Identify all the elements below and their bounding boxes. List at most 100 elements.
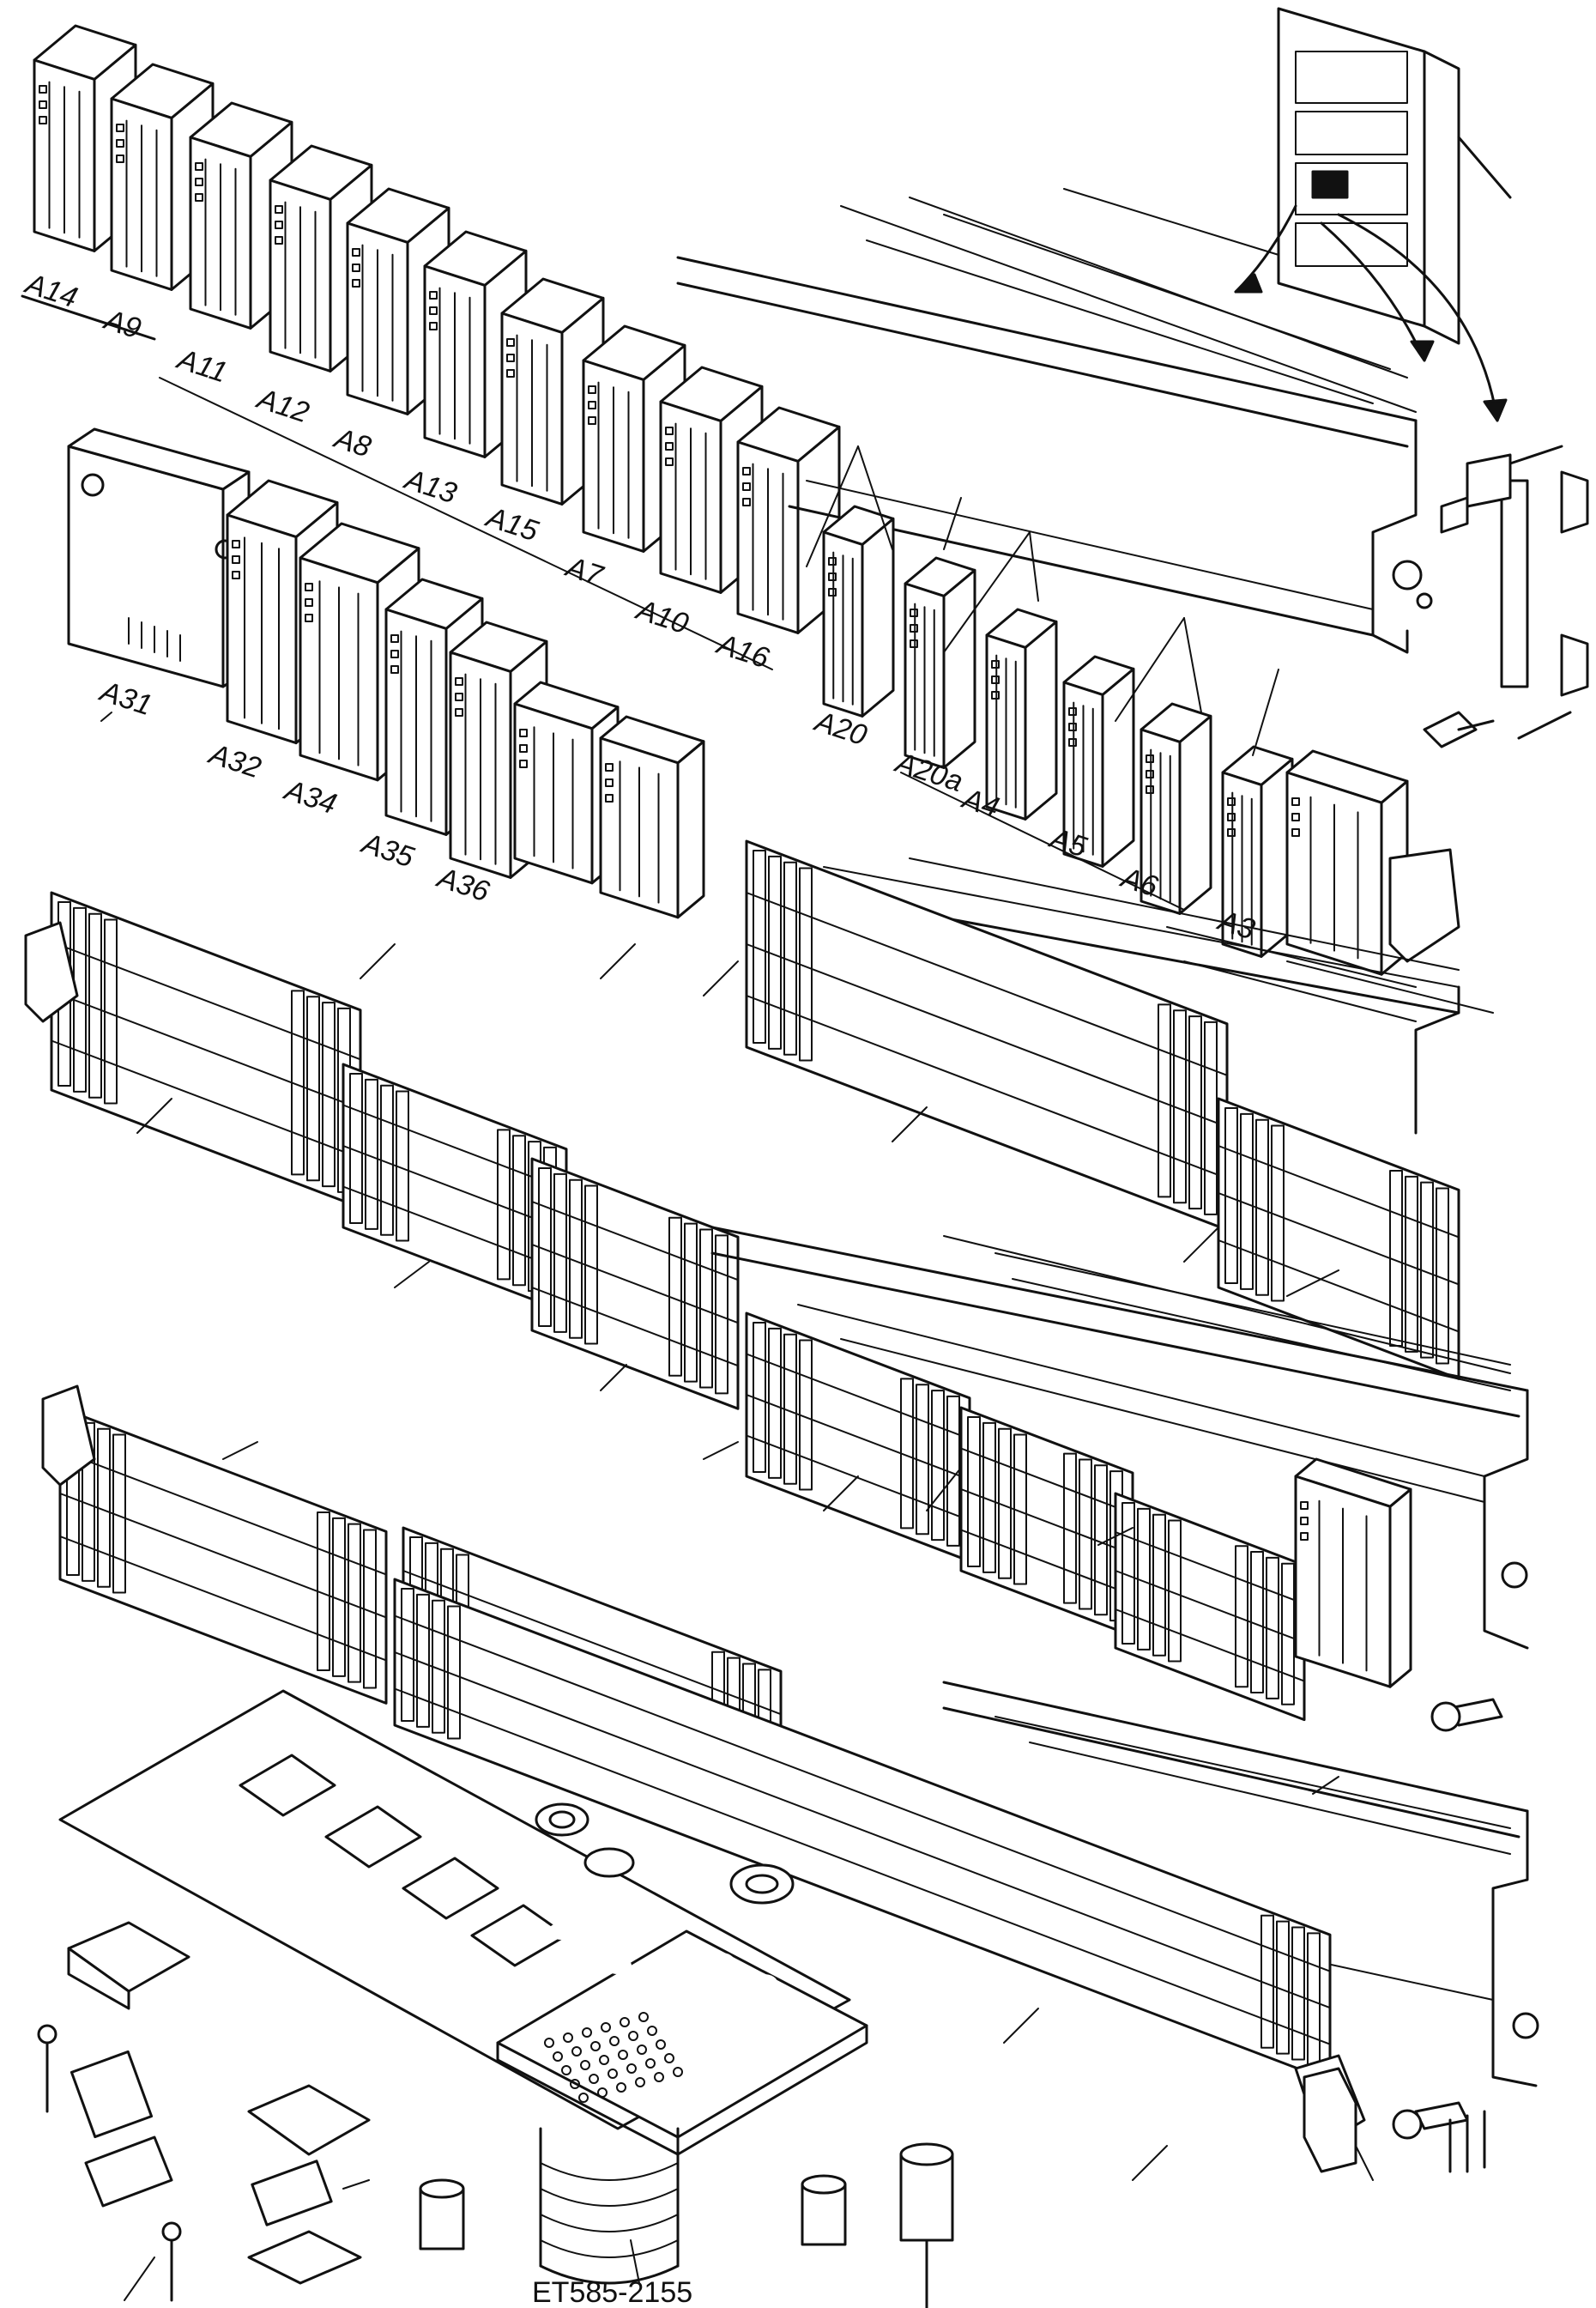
relay-module-r2-0 [822,505,895,718]
end-stop-r4 [41,1384,96,1487]
pin-hole [620,2017,630,2027]
label-underlines-row-1 [21,294,773,670]
pin-hole [601,2022,611,2032]
pin-hole [561,2065,571,2075]
terminal-rail-r4-d [959,1406,1134,1638]
relay-module-row-2 [226,479,1460,976]
pin-hole [580,2060,590,2070]
pin-hole [563,2032,573,2043]
flange-hole-8 [750,1974,777,1991]
leader-line-10 [703,1441,739,1460]
pin-hole [582,2027,592,2038]
leader-line-9 [600,1364,627,1391]
relay-module-r2-2 [985,608,1058,821]
cable-sleeve [539,2127,680,2285]
leader-line-14 [1312,1776,1339,1795]
flange-hole-2 [553,1970,580,1987]
wire-duct-1 [676,188,1418,654]
label-a35: A35 [357,827,418,874]
leader-line-7 [222,1441,258,1460]
leader-line-1 [360,943,396,979]
pin-hole [599,2055,609,2065]
pin-hole [553,2051,563,2062]
connector-housings [37,1921,371,2302]
mounting-bracket [1392,445,1589,748]
leader-line-0 [136,1098,172,1134]
flange-hole-5 [656,1974,683,1991]
relay-module-r2-4 [1140,702,1212,915]
relay-module-r2-5 [1221,745,1294,958]
drawing-reference: ET585-2155 [532,2276,692,2308]
pin-hole [628,2031,638,2041]
leader-line-11 [823,1475,859,1511]
label-a8: A8 [329,421,375,464]
label-a11: A11 [172,342,232,390]
end-stop-r3 [24,921,79,1023]
pin-hole [626,2063,637,2074]
pin-hole [647,2026,657,2036]
leader-line-3 [703,960,739,996]
label-a16: A16 [712,627,773,675]
leader-line-13 [1097,1527,1134,1546]
relay-module-r1-9 [736,406,841,634]
pin-hole [638,2012,649,2022]
leader-line-8 [394,1261,430,1288]
terminal-rail-r4-a [58,1406,388,1705]
terminal-block-group-r4 [1294,1457,1412,1688]
pin-hole [589,2074,599,2084]
terminal-rail-r4-c [745,1312,971,1563]
relay-module-r2-3 [1062,655,1135,868]
relay-module-row-1 [33,24,841,634]
flange-hole-0 [501,1940,529,1957]
cable-glands [419,1802,954,2308]
flange-hole-4 [647,1923,674,1940]
flange-hole-10 [553,2034,580,2051]
wire-duct-2 [710,1226,1529,1650]
flange-plate [496,1923,868,2156]
control-cabinet [1234,7,1512,422]
pin-hole [571,2046,582,2057]
pin-hole [645,2058,656,2069]
pin-hole [656,2039,666,2050]
relay-module-r2-1 [904,556,976,769]
label-a34: A34 [280,773,341,821]
relay-module-r1-6 [500,277,605,506]
label-a15: A15 [481,500,542,548]
terminal-rail-r3-e [1217,1097,1460,1380]
label-a31: A31 [95,675,156,722]
pin-hole [578,2093,589,2103]
leader-line-2 [600,943,636,979]
pin-hole [637,2044,647,2055]
terminal-rail-r3-c [530,1157,740,1410]
flange-hole-6 [707,1953,735,1970]
pin-hole [608,2069,618,2079]
label-a32: A32 [204,737,265,784]
pin-hole [570,2079,580,2089]
pin-hole [618,2050,628,2060]
flange-hole-7 [707,1991,735,2008]
terminal-block-row-3 [24,839,1460,1410]
leader-line-4 [892,1106,928,1142]
pin-hole [544,2038,554,2048]
leader-line-12 [926,1467,962,1511]
leader-lines [136,943,1339,2181]
flange-hole-9 [510,2000,537,2017]
terminal-rail-bottom [393,1578,1366,2147]
power-supply-a31: A31 [67,427,251,722]
label-a13: A13 [400,463,461,510]
leader-line-16 [1132,2145,1168,2181]
label-a12: A12 [252,382,313,429]
pin-hole [654,2072,664,2082]
pin-hole [597,2087,608,2098]
mounting-hardware [1303,496,1503,2181]
flange-hole-1 [548,1923,576,1940]
pin-hole [590,2041,601,2051]
pin-hole [616,2082,626,2093]
pin-hole [664,2053,674,2063]
leader-line-5 [1183,1227,1219,1263]
leader-line-15 [1003,2008,1039,2044]
terminal-rail-r3-a [50,891,362,1209]
leader-line-6 [1286,1269,1339,1297]
pin-hole [609,2036,620,2046]
